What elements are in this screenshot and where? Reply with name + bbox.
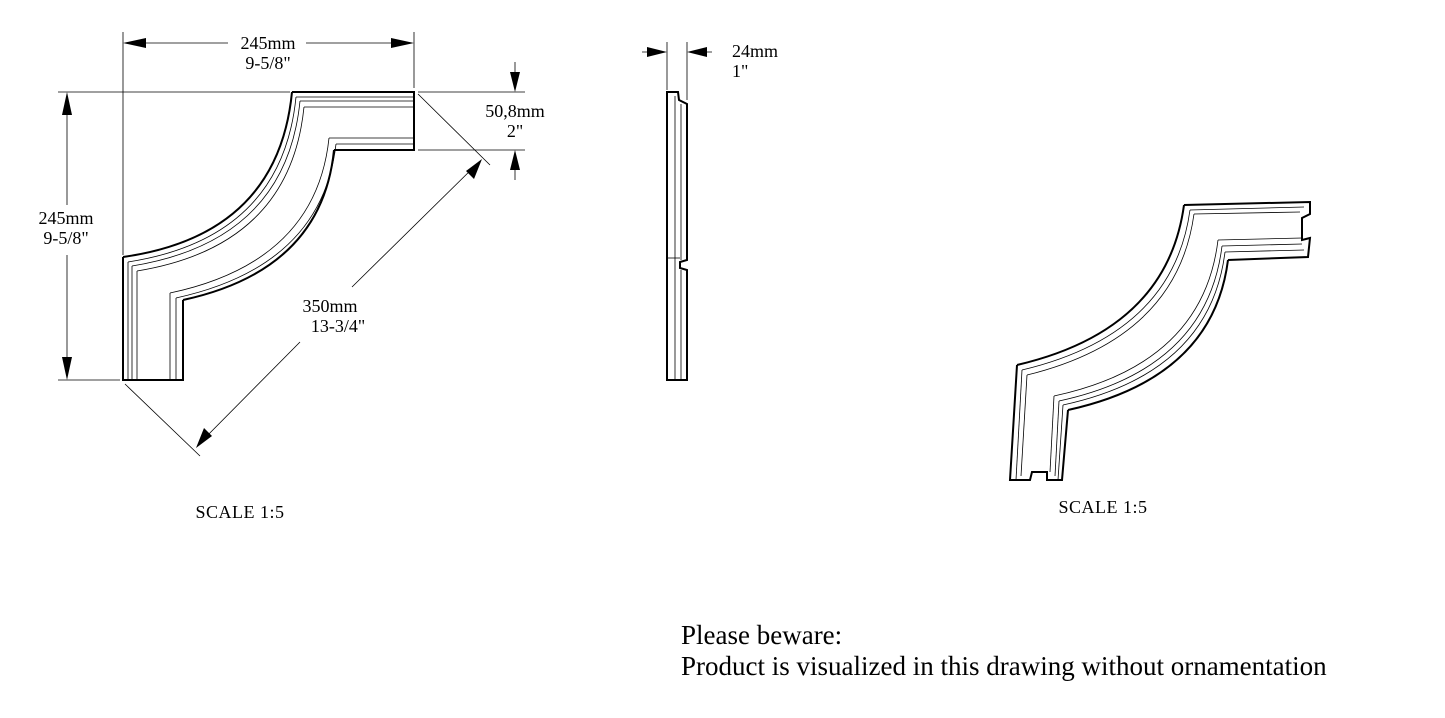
width-in-label: 9-5/8" [245, 53, 290, 73]
isometric-corner-outline [1008, 200, 1312, 481]
thickness-in-label: 1" [732, 61, 748, 81]
note-line-1: Please beware: [681, 620, 843, 650]
front-view-corner-outline [122, 91, 415, 381]
height-in-label: 9-5/8" [43, 228, 88, 248]
side-view: 24mm 1" [642, 41, 778, 381]
width-mm-label: 245mm [240, 33, 295, 53]
ornamentation-note: Please beware: Product is visualized in … [681, 620, 1327, 682]
diagonal-dimension: 350mm 13-3/4" [124, 93, 491, 457]
side-view-profile [666, 91, 688, 381]
thickness-mm-label: 24mm [732, 41, 778, 61]
width-dimension: 245mm 9-5/8" [122, 32, 415, 255]
isometric-view: SCALE 1:5 [1008, 200, 1312, 517]
profile-width-dimension: 50,8mm 2" [418, 62, 545, 180]
diagonal-mm-label: 350mm [302, 296, 357, 316]
iso-view-scale-label: SCALE 1:5 [1058, 497, 1147, 517]
front-view-scale-label: SCALE 1:5 [195, 502, 284, 522]
height-mm-label: 245mm [38, 208, 93, 228]
diagonal-in-label: 13-3/4" [311, 316, 365, 336]
front-view: 245mm 9-5/8" 245mm 9-5/8" 50,8mm 2" [38, 32, 545, 522]
profile-width-mm-label: 50,8mm [485, 101, 545, 121]
profile-width-in-label: 2" [507, 121, 523, 141]
note-line-2: Product is visualized in this drawing wi… [681, 651, 1327, 681]
height-dimension: 245mm 9-5/8" [38, 91, 290, 381]
thickness-dimension: 24mm 1" [642, 41, 778, 100]
